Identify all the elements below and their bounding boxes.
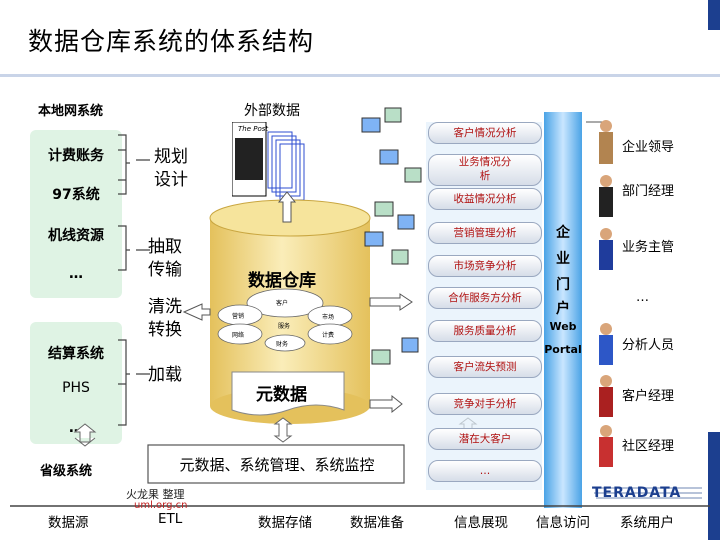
user-business-supervisor: 业务主管: [622, 240, 675, 255]
bottom-etl: ETL: [158, 511, 183, 527]
portal-portal: Portal: [544, 343, 582, 356]
warehouse-inner-bubbles: [217, 288, 353, 352]
watermark-line1: 火龙果 整理: [126, 488, 185, 501]
analysis-service-quality: 服务质量分析: [428, 320, 542, 342]
user-account-manager: 客户经理: [622, 389, 675, 404]
analysis-marketing: 营销管理分析: [428, 222, 542, 244]
bottom-presentation: 信息展现: [454, 515, 508, 531]
source-billing: 计费账务: [48, 148, 104, 164]
edge-accent-top: [708, 0, 720, 30]
user-community-manager: 社区经理: [622, 439, 675, 454]
province-systems-label: 省级系统: [40, 464, 93, 479]
user-more: …: [636, 290, 649, 305]
portal-web: Web: [549, 320, 577, 333]
step-extract-transfer: 抽取 传输: [148, 237, 182, 280]
step-load: 加载: [148, 365, 182, 385]
bottom-data-source: 数据源: [48, 515, 89, 531]
metadata-shape: [231, 371, 345, 416]
monitor-bar: [147, 444, 405, 484]
teradata-stripes: [592, 487, 702, 499]
analysis-competitor: 竞争对手分析: [428, 393, 542, 415]
bottom-users: 系统用户: [620, 515, 674, 531]
warehouse-inner-3: 市场: [322, 314, 335, 321]
source-line-resources: 机线资源: [48, 228, 104, 244]
source-more: …: [69, 266, 83, 282]
external-logo-text: The Post: [238, 125, 269, 133]
warehouse-label: 数据仓库: [248, 271, 316, 291]
portal-char-4: 户: [556, 301, 570, 317]
data-mart-cubes: [361, 107, 422, 365]
external-data-header: 外部数据: [244, 103, 300, 119]
province-systems-panel: [30, 322, 122, 444]
user-dept-manager: 部门经理: [622, 184, 675, 199]
portal-column: [544, 112, 582, 508]
portal-char-1: 企: [556, 225, 570, 241]
portal-char-2: 业: [556, 251, 570, 267]
analysis-more: …: [428, 460, 542, 482]
user-executive: 企业领导: [622, 140, 675, 155]
step-clean-transform: 清洗 转换: [148, 297, 182, 340]
source-settlement: 结算系统: [48, 346, 104, 362]
warehouse-inner-1: 客户: [276, 300, 289, 307]
user-analyst: 分析人员: [622, 338, 675, 353]
analysis-churn: 客户流失预测: [428, 356, 542, 378]
analysis-customer: 客户情况分析: [428, 122, 542, 144]
analysis-business: 业务情况分 析: [428, 154, 542, 186]
flow-arrows: [182, 191, 413, 414]
source-97-system: 97系统: [52, 187, 100, 203]
edge-accent-bottom: [708, 432, 720, 540]
portal-char-3: 门: [556, 277, 570, 293]
teradata-logo: TERADATA: [592, 485, 682, 501]
bottom-storage: 数据存储: [258, 515, 312, 531]
analysis-revenue: 收益情况分析: [428, 188, 542, 210]
warehouse-inner-2: 营销: [232, 313, 245, 320]
warehouse-inner-7: 财务: [276, 341, 289, 348]
warehouse-inner-4: 网络: [232, 332, 245, 339]
page-title: 数据仓库系统的体系结构: [28, 27, 315, 56]
bottom-preparation: 数据准备: [350, 515, 404, 531]
warehouse-inner-6: 服务: [278, 323, 291, 330]
source-phs: PHS: [62, 380, 90, 396]
local-systems-panel: [30, 130, 122, 298]
watermark-line2: uml.org.cn: [134, 500, 188, 511]
analysis-partner: 合作服务方分析: [428, 287, 542, 309]
etl-brackets: [118, 134, 150, 426]
user-figures: [599, 120, 613, 467]
warehouse-inner-5: 计费: [322, 332, 335, 339]
metadata-label: 元数据: [256, 385, 307, 405]
monitor-label: 元数据、系统管理、系统监控: [179, 456, 375, 474]
title-divider: [0, 74, 720, 77]
analysis-potential-customer: 潜在大客户: [428, 428, 542, 450]
external-data-icon: The Post: [231, 121, 312, 202]
analysis-competition: 市场竞争分析: [428, 255, 542, 277]
step-plan-design: 规划 设计: [154, 147, 188, 190]
local-network-header: 本地网系统: [38, 104, 104, 119]
bottom-access: 信息访问: [536, 515, 590, 531]
